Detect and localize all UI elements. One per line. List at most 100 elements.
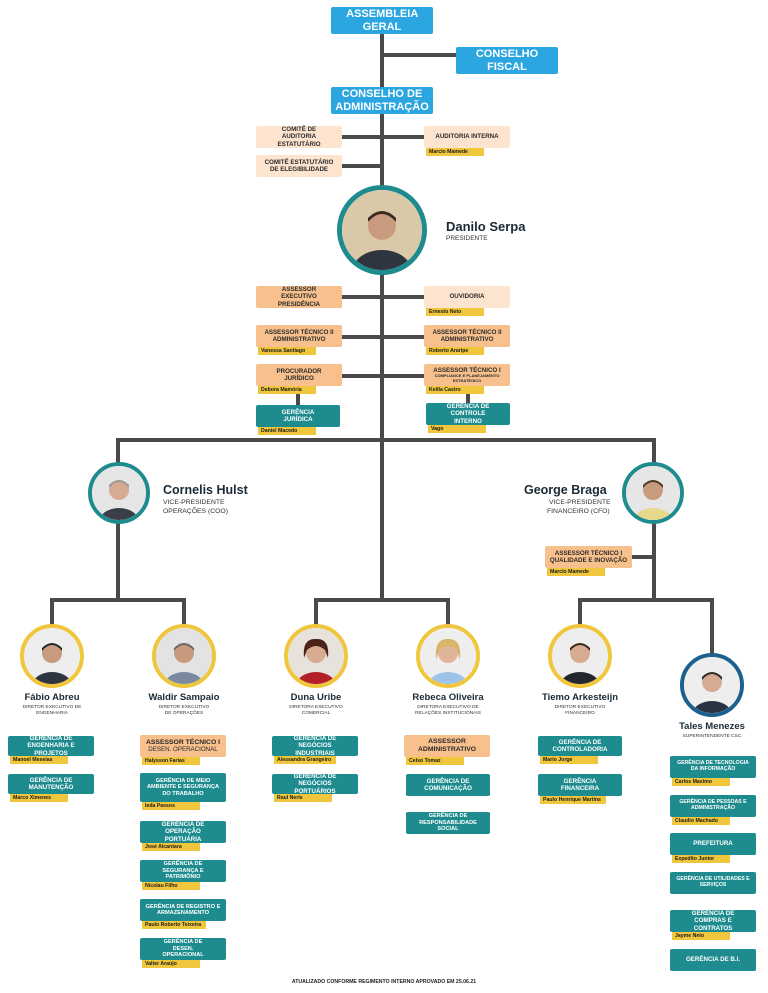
gerencia-box: GERÊNCIA DE UTILIDADES E SERVIÇOS <box>670 872 756 894</box>
director-name-duna: Duna Uribe <box>290 692 342 703</box>
gerencia-box: GERÊNCIA DE RESPONSABILIDADE SOCIAL <box>406 812 490 834</box>
conselho-fiscal-box: CONSELHO FISCAL <box>456 47 558 74</box>
assessor-subtitle: DESEN. OPERACIONAL <box>148 746 218 754</box>
director-role-tales: SUPERINTENDENTE CSC <box>682 734 742 739</box>
person-tag: Jayme Neto <box>672 932 730 940</box>
president-photo <box>337 185 427 275</box>
president-name: Danilo Serpa <box>446 219 526 234</box>
cfo-assessor-box: ASSESSOR TÉCNICO I QUALIDADE E INOVAÇÃO <box>545 546 632 568</box>
director-role-tiemo: DIRETOR EXECUTIVO FINANCEIRO <box>554 705 606 716</box>
person-tag: Carlos Maximo <box>672 778 730 786</box>
comite-auditoria-box: COMITÊ DE AUDITORIA ESTATUTÁRIO <box>256 126 342 148</box>
coo-name: Cornelis Hulst <box>163 483 248 497</box>
cfo-role-line1: VICE-PRESIDENTE <box>549 499 611 506</box>
footer-note: ATUALIZADO CONFORME REGIMENTO INTERNO AP… <box>291 979 477 985</box>
director-photo-fabio <box>20 624 84 688</box>
avatar-icon <box>288 628 344 684</box>
comite-elegibilidade-box: COMITÊ ESTATUTÁRIO DE ELEGIBILIDADE <box>256 155 342 177</box>
assessor-compliance-box: ASSESSOR TÉCNICO I COMPLIANCE E PLANEJAM… <box>424 364 510 386</box>
director-photo-tiemo <box>548 624 612 688</box>
gerencia-box: GERÊNCIA DE NEGÓCIOS INDUSTRIAIS <box>272 735 358 757</box>
assessor-adm-right-box: ASSESSOR TÉCNICO II ADMINISTRATIVO <box>424 325 510 347</box>
director-photo-waldir <box>152 624 216 688</box>
conselho-administracao-box: CONSELHO DE ADMINISTRAÇÃO <box>331 87 433 114</box>
gerencia-box: GERÊNCIA DE NEGÓCIOS PORTUÁRIOS <box>272 773 358 795</box>
president-role: PRESIDENTE <box>446 235 488 242</box>
gerencia-box: GERÊNCIA DE REGISTRO E ARMAZENAMENTO <box>140 899 226 921</box>
procurador-box: PROCURADOR JURÍDICO <box>256 364 342 386</box>
gerencia-box: GERÊNCIA DE MEIO AMBIENTE E SEGURANÇA DO… <box>140 773 226 802</box>
avatar-icon <box>24 628 80 684</box>
gerencia-box: GERÊNCIA DE SEGURANÇA E PATRIMÔNIO <box>140 860 226 882</box>
person-tag: Nicolau Filho <box>142 882 200 890</box>
person-tag: Mario Jorge <box>540 756 598 764</box>
avatar-icon <box>92 466 146 520</box>
gerencia-box: GERÊNCIA DE MANUTENÇÃO <box>8 774 94 794</box>
gerencia-box: GERÊNCIA DE CONTROLADORIA <box>538 736 622 756</box>
director-photo-tales <box>680 653 744 717</box>
gerencia-box: GERÊNCIA DE OPERAÇÃO PORTUÁRIA <box>140 821 226 843</box>
cfo-role-line2: FINANCEIRO (CFO) <box>547 508 610 515</box>
assessor-adm-left-box: ASSESSOR TÉCNICO II ADMINISTRATIVO <box>256 325 342 347</box>
person-tag: Vago <box>428 425 486 433</box>
director-name-rebeca: Rebeca Oliveira <box>412 692 484 703</box>
person-tag: Marcio Mamede <box>547 568 605 576</box>
avatar-icon <box>156 628 212 684</box>
director-role-waldir: DIRETOR EXECUTIVO DE OPERAÇÕES <box>158 705 210 716</box>
gerencia-box: GERÊNCIA DE TECNOLOGIA DA INFORMAÇÃO <box>670 756 756 778</box>
gerencia-box: GERÊNCIA DE ENGENHARIA E PROJETOS <box>8 735 94 757</box>
avatar-icon <box>626 466 680 520</box>
assessor-compliance-title: ASSESSOR TÉCNICO I <box>433 366 501 374</box>
director-role-duna: DIRETORA EXECUTIVO COMERCIAL <box>289 705 343 716</box>
coo-role-line1: VICE-PRESIDENTE <box>163 499 225 506</box>
gerencia-controle-box: GERÊNCIA DE CONTROLE INTERNO <box>426 403 510 425</box>
coo-photo <box>88 462 150 524</box>
director-name-fabio: Fábio Abreu <box>24 692 80 703</box>
gerencia-box: PREFEITURA <box>670 833 756 855</box>
cfo-photo <box>622 462 684 524</box>
person-tag: Alessandra Grangeiro <box>274 756 336 764</box>
director-name-tiemo: Tiemo Arkesteijn <box>541 692 619 703</box>
avatar-icon <box>684 657 740 713</box>
director-photo-rebeca <box>416 624 480 688</box>
person-tag: Keilla Castro <box>426 386 484 394</box>
coo-role-line2: OPERAÇÕES (COO) <box>163 508 228 515</box>
person-tag: Marcio Mamede <box>426 148 484 156</box>
person-tag: Vanessa Santiago <box>258 347 316 355</box>
person-tag: Paulo Henrique Martins <box>540 796 606 804</box>
gerencia-box: GERÊNCIA DE COMUNICAÇÃO <box>406 774 490 796</box>
auditoria-interna-box: AUDITORIA INTERNA <box>424 126 510 148</box>
avatar-icon <box>420 628 476 684</box>
assessor-compliance-subtitle: COMPLIANCE E PLANEJAMENTO ESTRATÉGICO <box>434 372 500 383</box>
assessor-box: ASSESSOR TÉCNICO I DESEN. OPERACIONAL <box>140 735 226 757</box>
assembleia-geral-box: ASSEMBLEIA GERAL <box>331 7 433 34</box>
director-role-rebeca: DIRETORA EXECUTIVO DE RELAÇÕES INSTITUCI… <box>415 705 481 716</box>
gerencia-box: GERÊNCIA DE B.I. <box>670 949 756 971</box>
gerencia-box: GERÊNCIA DE DESEN. OPERACIONAL <box>140 938 226 960</box>
assessor-box: ASSESSOR ADMINISTRATIVO <box>404 735 490 757</box>
person-tag: Paulo Roberto Teixeira <box>142 921 206 929</box>
gerencia-box: GERÊNCIA DE PESSOAS E ADMINISTRAÇÃO <box>670 795 756 817</box>
gerencia-juridica-box: GERÊNCIA JURÍDICA <box>256 405 340 427</box>
gerencia-box: GERÊNCIA DE COMPRAS E CONTRATOS <box>670 910 756 932</box>
person-tag: Ernesto Neto <box>426 308 484 316</box>
director-role-fabio: DIRETOR EXECUTIVO DE ENGENHARIA <box>22 705 82 716</box>
person-tag: José Alcantara <box>142 843 200 851</box>
person-tag: Raul Neris <box>274 794 332 802</box>
cfo-name: George Braga <box>524 483 607 497</box>
person-tag: Manoel Meseias <box>10 756 68 764</box>
director-photo-duna <box>284 624 348 688</box>
person-tag: Claudio Machado <box>672 817 730 825</box>
director-name-tales: Tales Menezes <box>679 721 745 732</box>
person-tag: Valter Araújo <box>142 960 200 968</box>
person-tag: Expedito Junior <box>672 855 730 863</box>
ouvidoria-box: OUVIDORIA <box>424 286 510 308</box>
assessor-executivo-box: ASSESSOR EXECUTIVO PRESIDÊNCIA <box>256 286 342 308</box>
person-tag: Roberto Araripe <box>426 347 484 355</box>
person-tag: Debora Mamória <box>258 386 316 394</box>
assessor-title: ASSESSOR TÉCNICO I <box>145 738 221 746</box>
director-name-waldir: Waldir Sampaio <box>148 692 220 703</box>
person-tag: Halysson Farias <box>142 757 200 765</box>
avatar-icon <box>552 628 608 684</box>
